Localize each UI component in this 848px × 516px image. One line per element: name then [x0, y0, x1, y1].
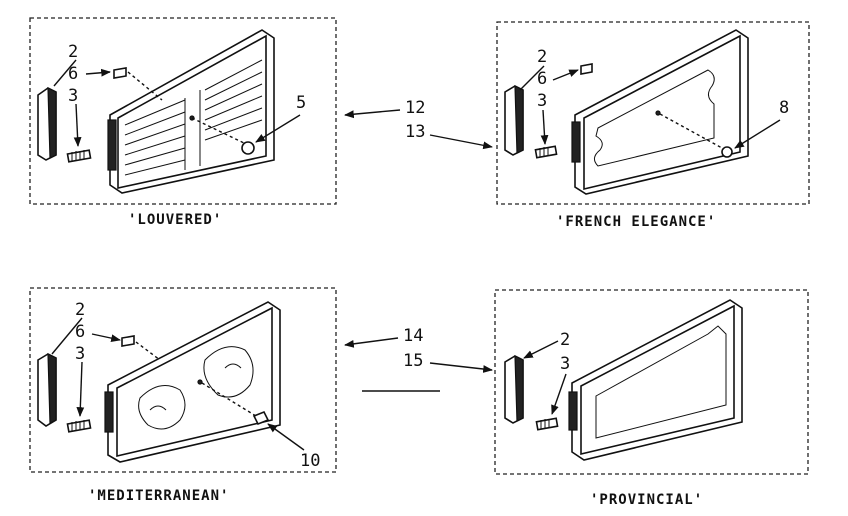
callout-13: 13 — [405, 122, 425, 142]
leader-6-tail — [135, 341, 161, 361]
label-3: 3 — [560, 354, 570, 374]
leader-center — [201, 382, 257, 417]
arrow-14 — [344, 337, 399, 348]
label-3: 3 — [75, 344, 85, 364]
label-10: 10 — [300, 451, 320, 471]
label-2: 2 — [560, 330, 570, 350]
arrow-13 — [429, 134, 493, 150]
arrow-15 — [429, 362, 493, 373]
panel-louvered: 2 6 3 5 'LOUVERED' — [29, 17, 337, 228]
leader-2 — [523, 340, 559, 359]
caption-louvered: 'LOUVERED' — [128, 212, 222, 228]
leader-3 — [73, 103, 82, 147]
label-2: 2 — [537, 47, 547, 67]
panel-louvered-frame — [29, 17, 337, 205]
label-6: 6 — [68, 64, 78, 84]
end-cap-part — [504, 355, 524, 424]
label-2: 2 — [68, 42, 78, 62]
end-cap-part — [37, 87, 57, 161]
top-screw-part — [121, 335, 135, 347]
arrow-12 — [344, 109, 401, 119]
label-3: 3 — [537, 91, 547, 111]
panel-mediterranean: 2 6 3 10 'MEDITERRANEAN' — [29, 287, 337, 504]
leader-6 — [552, 69, 579, 81]
mediterranean-panel-part — [104, 301, 281, 463]
french-panel-part — [571, 29, 749, 195]
end-cap-part — [504, 85, 524, 156]
leader-2 — [53, 59, 77, 87]
leader-5 — [255, 114, 301, 143]
knob-part — [241, 141, 255, 155]
panel-provincial: 2 3 'PROVINCIAL' — [494, 289, 809, 508]
panel-french-frame — [496, 21, 810, 205]
leader-center — [191, 117, 247, 145]
panel-provincial-frame — [494, 289, 809, 475]
label-2: 2 — [75, 300, 85, 320]
caption-mediterranean: 'MEDITERRANEAN' — [88, 488, 229, 504]
louvered-panel-part — [107, 29, 275, 194]
label-6: 6 — [75, 322, 85, 342]
end-cap-part — [37, 353, 57, 427]
label-6: 6 — [537, 69, 547, 89]
caption-french-elegance: 'FRENCH ELEGANCE' — [556, 214, 716, 230]
leader-6 — [91, 333, 121, 342]
leader-10 — [267, 423, 305, 451]
top-screw-part — [113, 67, 127, 79]
callout-12: 12 — [405, 98, 425, 118]
leader-2 — [51, 317, 83, 355]
screw-part — [66, 149, 92, 163]
leader-6 — [85, 68, 111, 77]
leader-8 — [734, 119, 781, 149]
leader-3 — [551, 373, 567, 415]
screw-10-part — [252, 410, 270, 426]
label-5: 5 — [296, 93, 306, 113]
callout-15: 15 — [403, 351, 423, 371]
panel-french-elegance: 2 6 3 8 'FRENCH ELEGANCE' — [496, 21, 810, 230]
leader-2 — [519, 65, 545, 91]
leader-6-tail — [127, 71, 163, 101]
label-3: 3 — [68, 86, 78, 106]
label-8: 8 — [779, 98, 789, 118]
provincial-panel-part — [568, 299, 743, 461]
caption-provincial: 'PROVINCIAL' — [590, 492, 703, 508]
leader-3 — [76, 361, 85, 417]
leader-3 — [540, 109, 549, 145]
screw-part — [66, 419, 92, 433]
callout-14: 14 — [403, 326, 423, 346]
screw-part — [535, 417, 559, 431]
screw-part — [534, 145, 558, 159]
top-screw-part — [580, 63, 593, 75]
screw-8-part — [721, 146, 733, 158]
